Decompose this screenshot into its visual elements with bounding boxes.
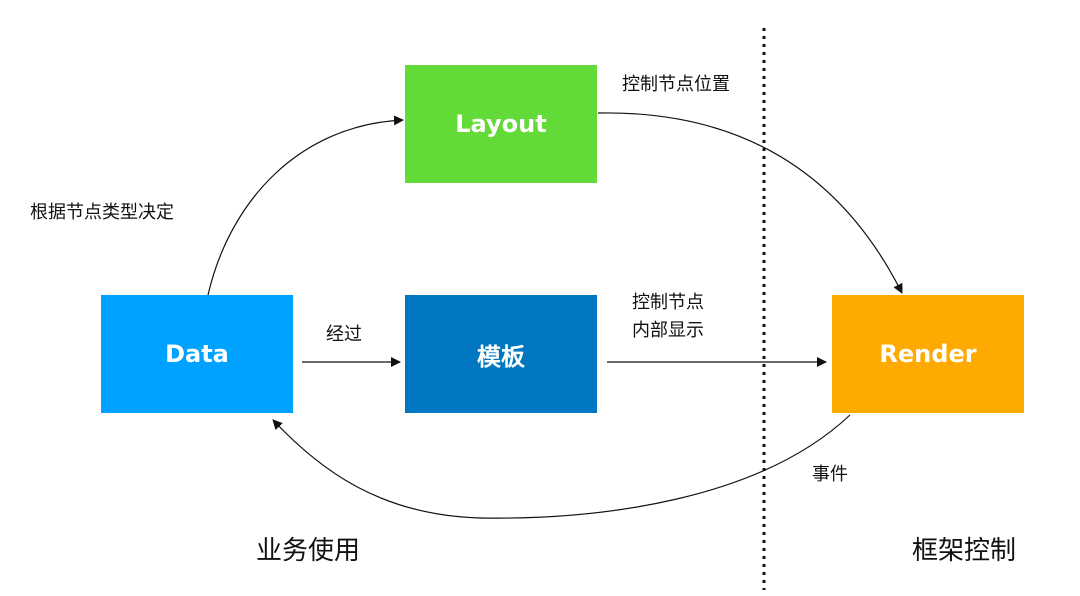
data-node-label: Data bbox=[165, 340, 229, 368]
data-node: Data bbox=[101, 295, 293, 413]
template-node: 模板 bbox=[405, 295, 597, 413]
edge-label-data-to-template: 经过 bbox=[326, 324, 362, 345]
edge-label-template-to-render-2: 内部显示 bbox=[632, 320, 704, 341]
edge-label-data-to-layout: 根据节点类型决定 bbox=[30, 202, 174, 223]
edge-data-to-layout bbox=[207, 115, 404, 296]
layout-node: Layout bbox=[405, 65, 597, 183]
edge-label-template-to-render-1: 控制节点 bbox=[632, 292, 704, 313]
edge-layout-to-render bbox=[597, 112, 903, 294]
edge-render-to-data bbox=[272, 414, 851, 519]
edge-label-layout-to-render: 控制节点位置 bbox=[622, 74, 730, 95]
edge-label-render-to-data: 事件 bbox=[812, 464, 848, 485]
layout-node-label: Layout bbox=[455, 110, 547, 138]
render-node: Render bbox=[832, 295, 1024, 413]
render-node-label: Render bbox=[879, 340, 977, 368]
template-node-label: 模板 bbox=[477, 342, 525, 371]
region-label-framework: 框架控制 bbox=[912, 536, 1017, 566]
region-label-business: 业务使用 bbox=[256, 536, 361, 566]
